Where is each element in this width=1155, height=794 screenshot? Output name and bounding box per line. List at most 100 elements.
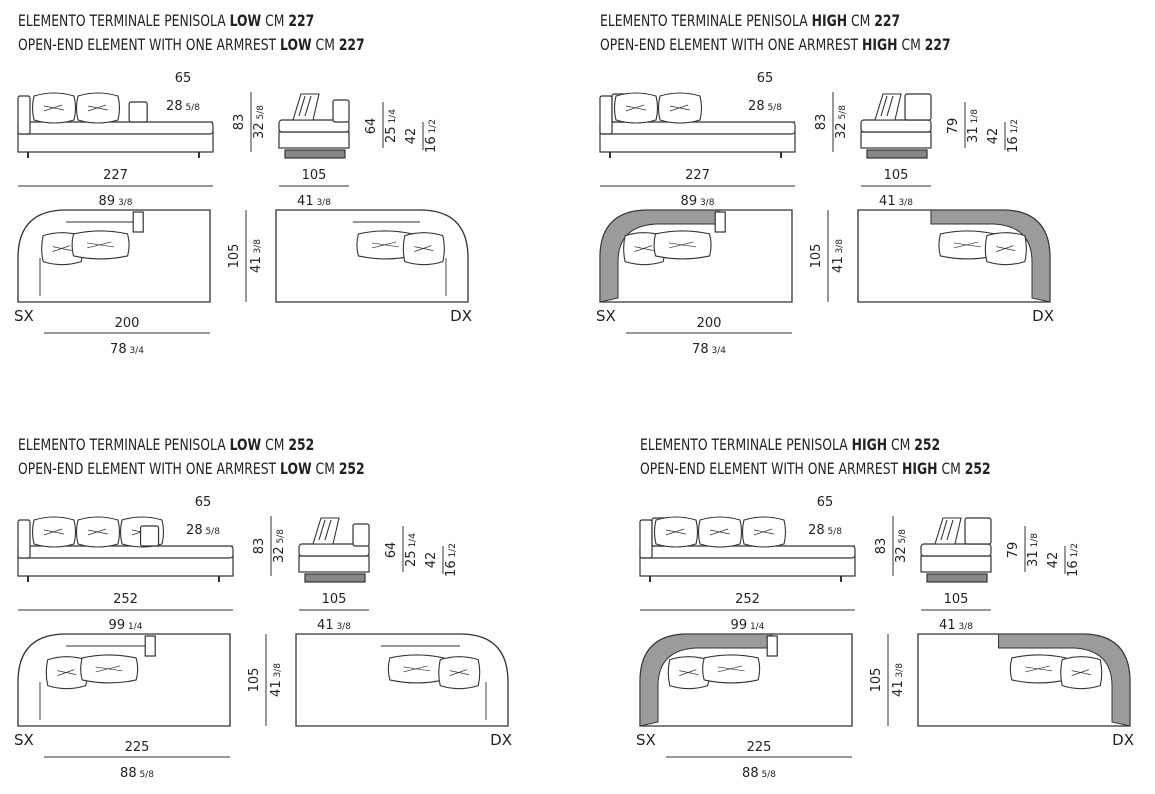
dim-inner-cm: 225 [125, 740, 150, 755]
dim-seat-height-in: 16 1/2 [444, 543, 459, 577]
side-base [298, 555, 370, 573]
title-low252: ELEMENTO TERMINALE PENISOLA LOW CM 252 O… [18, 433, 365, 481]
title-it: ELEMENTO TERMINALE PENISOLA LOW CM 227 [18, 11, 315, 30]
back-cushion [128, 101, 148, 123]
side-base [278, 131, 350, 149]
pillow [653, 516, 699, 548]
title-en: OPEN-END ELEMENT WITH ONE ARMREST LOW CM… [18, 459, 365, 478]
pillow-seam [634, 245, 654, 252]
dim-depth-cm: 105 [944, 592, 969, 607]
pillow [1009, 654, 1068, 684]
dim-height-cm: 83 [814, 114, 829, 131]
pillow-seam [1025, 665, 1053, 673]
pillow [31, 516, 77, 548]
pillow-seam [669, 104, 691, 112]
sofa-base [639, 555, 856, 577]
pillow [45, 656, 88, 690]
dim-seat-height-cm: 42 [404, 128, 419, 145]
plan-dx: DX [917, 633, 1134, 749]
dim-depth-in: 41 3/8 [317, 618, 351, 633]
pillow [697, 516, 743, 548]
armrest [599, 95, 613, 135]
pillow [71, 230, 130, 260]
dim-inner-cm: 225 [747, 740, 772, 755]
dim-depth-cm: 105 [322, 592, 347, 607]
pillow [741, 516, 787, 548]
dim-seat-depth-in: 28 5/8 [186, 523, 220, 538]
dim-inner-cm: 200 [115, 316, 140, 331]
dim-side-height-cm: 79 [946, 118, 961, 135]
seat-cushion [17, 121, 214, 135]
title-en: OPEN-END ELEMENT WITH ONE ARMREST HIGH C… [600, 35, 951, 54]
plan-sx: SX [14, 633, 231, 749]
dim-seat-height-cm: 42 [424, 552, 439, 569]
armrest [17, 95, 31, 135]
side-plinth [926, 573, 988, 583]
dim-plan-depth-in: 41 3/8 [831, 239, 846, 273]
pillow-seam [665, 528, 687, 536]
side-pillow [874, 93, 902, 121]
dim-width-cm: 252 [735, 592, 760, 607]
back-cushion [139, 525, 160, 547]
dim-plan-depth-in: 41 3/8 [269, 663, 284, 697]
pillow-seam [953, 241, 981, 249]
dim-width-in: 99 1/4 [731, 618, 765, 633]
title-it: ELEMENTO TERMINALE PENISOLA HIGH CM 252 [640, 435, 941, 454]
plan-sx: SX [596, 209, 793, 325]
dim-plan-depth-cm: 105 [809, 244, 824, 269]
pillow [387, 654, 446, 684]
dim-seat-depth-cm: 65 [195, 495, 212, 510]
title-it: ELEMENTO TERMINALE PENISOLA HIGH CM 227 [600, 11, 901, 30]
dim-side-height-in: 25 1/4 [384, 109, 399, 143]
side-plinth [304, 573, 366, 583]
dim-plan-depth-cm: 105 [247, 668, 262, 693]
pillow-seam [43, 104, 65, 112]
dim-width-in: 89 3/8 [681, 194, 715, 209]
pillow-seam [95, 665, 123, 673]
dim-plan-depth-in: 41 3/8 [249, 239, 264, 273]
side-back [332, 99, 350, 123]
pillow-seam [43, 528, 65, 536]
dim-seat-height-cm: 42 [986, 128, 1001, 145]
label-sx: SX [14, 731, 34, 749]
dim-seat-depth-cm: 65 [757, 71, 774, 86]
title-low227: ELEMENTO TERMINALE PENISOLA LOW CM 227 O… [18, 9, 365, 57]
dim-side-height-in: 31 1/8 [1026, 533, 1041, 567]
label-dx: DX [490, 731, 512, 749]
plan-dx: DX [857, 209, 1054, 325]
dim-height-cm: 83 [232, 114, 247, 131]
armrest [639, 519, 653, 559]
pillow [702, 654, 761, 684]
pillow [402, 232, 445, 266]
dim-side-height-cm: 64 [364, 118, 379, 135]
dim-side-height-cm: 79 [1006, 542, 1021, 559]
pillow-seam [1071, 669, 1091, 676]
label-dx: DX [1112, 731, 1134, 749]
dim-depth-in: 41 3/8 [297, 194, 331, 209]
dim-seat-height-in: 16 1/2 [1066, 543, 1081, 577]
dim-depth-cm: 105 [302, 168, 327, 183]
plan-notch [714, 211, 726, 233]
title-it: ELEMENTO TERMINALE PENISOLA LOW CM 252 [18, 435, 315, 454]
title-high252: ELEMENTO TERMINALE PENISOLA HIGH CM 252 … [640, 433, 991, 481]
dim-depth-in: 41 3/8 [939, 618, 973, 633]
dim-seat-depth-in: 28 5/8 [808, 523, 842, 538]
dim-side-height-in: 25 1/4 [404, 533, 419, 567]
pillow-seam [717, 665, 745, 673]
pillow-seam [679, 669, 699, 676]
plan-back-fill [599, 209, 720, 303]
plan-back-fill [639, 633, 772, 727]
label-sx: SX [596, 307, 616, 325]
pillow-seam [86, 241, 115, 249]
pillow [1060, 656, 1103, 690]
dim-seat-depth-cm: 65 [817, 495, 834, 510]
dim-inner-in: 78 3/4 [692, 342, 726, 357]
plan-notch [144, 635, 156, 657]
dim-width-cm: 227 [103, 168, 128, 183]
side-pillow [312, 517, 340, 545]
pillow-seam [87, 528, 109, 536]
